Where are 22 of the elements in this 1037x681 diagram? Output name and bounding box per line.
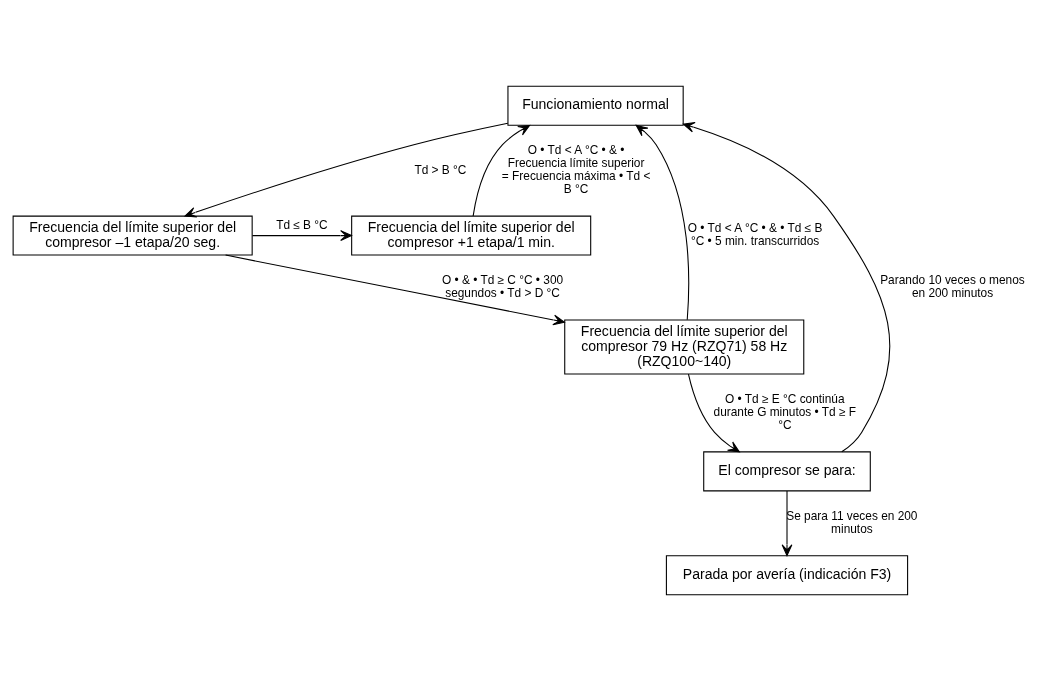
arrow (687, 373, 740, 453)
edge-label: O • & • Td ≥ C °C • 300 segundos • Td > D °C (441, 273, 564, 301)
node-box: Frecuencia del límite superior del compresor –1 etapa/20 seg. (12, 215, 253, 256)
edge-label: Td ≤ B °C (276, 217, 328, 232)
arrow (781, 490, 793, 557)
edge-label: Parando 10 veces o menos en 200 minutos (880, 273, 1025, 301)
edge-label: O • Td ≥ E °C continúa durante G minutos • Td ≥ F °C (713, 392, 857, 432)
node-box: Frecuencia del límite superior del compresor +1 etapa/1 min. (351, 215, 592, 256)
arrow (635, 124, 690, 321)
edge-label: Td > B °C (414, 162, 467, 177)
arrow (225, 254, 565, 326)
arrow (251, 230, 353, 241)
edge-label: O • Td < A °C • & • Frecuencia límite superior = Frecuencia máxima • Td < B °C (501, 143, 651, 197)
edge-label: O • Td < A °C • & • Td ≤ B °C • 5 min. transcurridos (687, 221, 823, 249)
arrow (184, 122, 509, 218)
node-box: El compresor se para: (703, 451, 871, 492)
arrow (472, 124, 531, 217)
node-box: Funcionamiento normal (507, 85, 684, 126)
node-box: Parada por avería (indicación F3) (665, 555, 909, 596)
node-box: Frecuencia del límite superior del compresor 79 Hz (RZQ71) 58 Hz (RZQ100~140) (564, 319, 805, 375)
edge-label: Se para 11 veces en 200 minutos (786, 508, 918, 536)
arrow (682, 122, 891, 453)
